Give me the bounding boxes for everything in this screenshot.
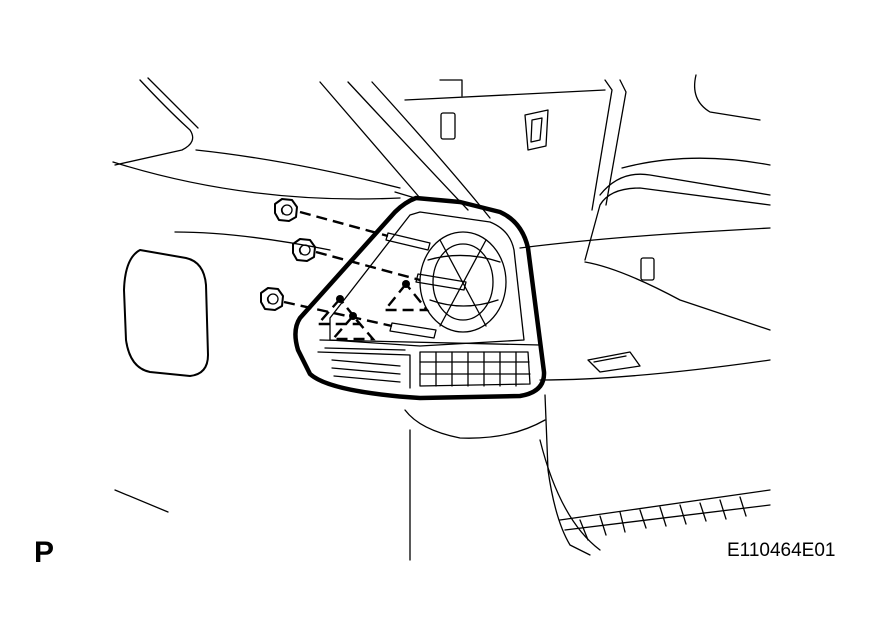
vehicle-body: [112, 74, 771, 561]
view-letter-label: P: [34, 536, 55, 569]
dashed-triangle-icon: [315, 280, 430, 341]
rear-combination-lamp-icon: [293, 195, 547, 401]
flange-nut-icon: [260, 198, 316, 311]
nut-alignment-lines: [283, 210, 421, 328]
figure-code-label: E110464E01: [727, 540, 836, 561]
